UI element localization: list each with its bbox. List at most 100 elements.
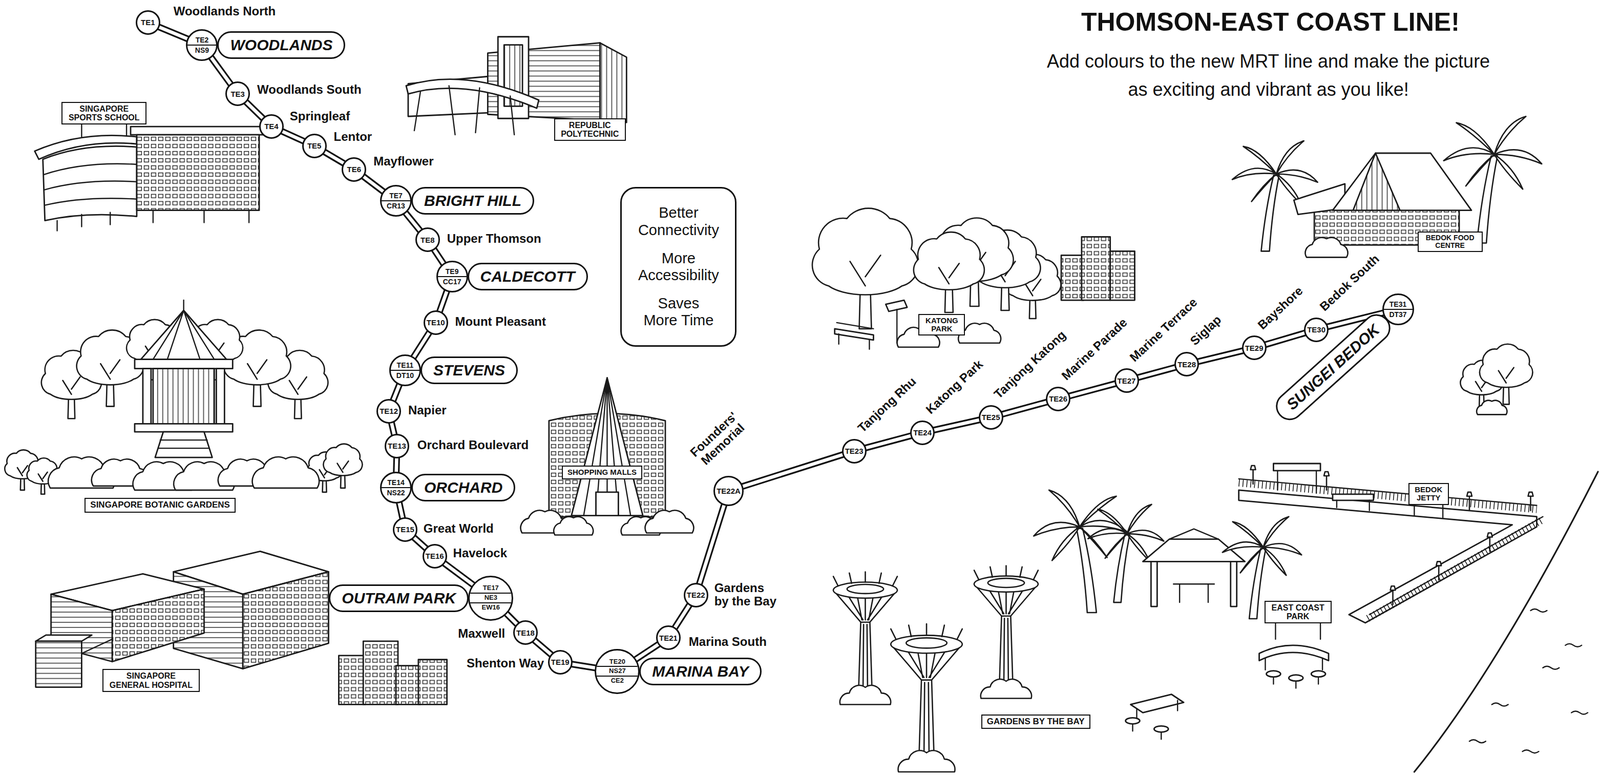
station-code: CC17 xyxy=(437,276,467,287)
station-code: DT10 xyxy=(390,369,420,381)
track-outline xyxy=(413,331,430,359)
track-inner xyxy=(391,422,395,435)
trees-illustration-part xyxy=(1476,400,1507,415)
track-segment xyxy=(363,176,385,193)
track-outline xyxy=(398,502,403,519)
track-outline xyxy=(1068,383,1116,396)
sports-school-illustration xyxy=(34,123,266,231)
track-inner xyxy=(1001,402,1048,415)
station-circle: TE26 xyxy=(1045,386,1071,412)
station-code: NS27 xyxy=(596,665,639,676)
station-name: WOODLANDS xyxy=(229,36,333,54)
subtitle: Add colours to the new MRT line and make… xyxy=(1040,47,1497,105)
station-code: DT37 xyxy=(1383,308,1413,320)
track-segment xyxy=(742,454,844,487)
station-name: BRIGHT HILL xyxy=(424,192,522,210)
station-circle: TE15 xyxy=(392,517,418,542)
jetty-illustration-part xyxy=(1466,492,1472,511)
shoreline-part xyxy=(1469,608,1588,753)
station-circle: TE28 xyxy=(1174,351,1199,377)
station-name: Shenton Way xyxy=(466,656,544,670)
station-code: NE3 xyxy=(469,592,512,603)
sign-text: GARDENS BY THE BAY xyxy=(986,717,1085,727)
station-name: Havelock xyxy=(453,546,508,560)
track-segment xyxy=(571,664,597,669)
station-name-pill: BRIGHT HILL xyxy=(411,186,535,215)
jetty-illustration-part xyxy=(1323,471,1330,491)
track-inner xyxy=(245,101,264,119)
republic-polytechnic-illustration-part xyxy=(600,43,627,123)
sign-board: KATONG PARK xyxy=(918,313,965,336)
station-circle: TE23 xyxy=(841,438,867,464)
station-code: TE3 xyxy=(226,89,249,99)
station-code: TE17 xyxy=(469,583,512,593)
station-name-pill: MARINA BAY xyxy=(639,657,762,686)
track-outline xyxy=(158,26,189,39)
track-inner xyxy=(405,212,421,231)
station-code: EW16 xyxy=(469,602,512,613)
station-name-pill: WOODLANDS xyxy=(217,31,346,59)
station-code: TE1 xyxy=(137,17,159,28)
track-segment xyxy=(245,101,264,119)
station-name: Marina South xyxy=(688,635,767,649)
katong-park-illustration-part xyxy=(836,322,874,350)
track-segment xyxy=(433,248,445,264)
track-outline xyxy=(1265,332,1306,345)
track-inner xyxy=(281,131,305,142)
track-outline xyxy=(443,562,474,585)
track-outline xyxy=(439,290,448,312)
east-coast-park-illustration-part xyxy=(1275,622,1321,640)
botanic-gardens-illustration-part xyxy=(158,439,210,449)
jetty-illustration-part xyxy=(1414,504,1443,518)
shopping-mall-illustration xyxy=(520,377,694,536)
sign-board: SINGAPORE SPORTS SCHOOL xyxy=(61,101,147,125)
station-name-pill: SUNGEI BEDOK xyxy=(1270,308,1396,427)
station-circle: TE12 xyxy=(376,398,402,424)
station-name: OUTRAM PARK xyxy=(341,589,456,607)
track-segment xyxy=(1265,332,1306,345)
track-segment xyxy=(395,457,397,474)
track-segment xyxy=(506,613,518,625)
food-centre-illustration-part xyxy=(1443,116,1542,243)
track-outline xyxy=(1137,367,1176,378)
sports-school-illustration-part xyxy=(81,123,127,137)
jetty-illustration-part xyxy=(1273,463,1321,471)
station-name: Great World xyxy=(423,521,494,536)
sports-school-illustration-part xyxy=(130,126,266,135)
station-name-pill: ORCHARD xyxy=(411,473,516,502)
station-code: TE20 xyxy=(596,657,639,667)
station-circle: TE8 xyxy=(415,227,440,252)
track-outline xyxy=(506,613,518,625)
botanic-gardens-illustration-part xyxy=(155,431,213,458)
sign-board: BEDOK JETTY xyxy=(1408,482,1449,505)
track-segment xyxy=(674,604,690,629)
track-segment xyxy=(158,26,189,39)
flats-illustration-part xyxy=(1110,250,1135,301)
track-segment xyxy=(398,502,403,519)
katong-park-illustration-part xyxy=(896,309,898,344)
station-circle: TE4 xyxy=(259,114,284,139)
jetty-illustration xyxy=(1238,463,1544,623)
jetty-illustration-part xyxy=(1390,585,1396,605)
supertrees-illustration-part xyxy=(833,571,898,705)
info-text: Better Connectivity xyxy=(635,204,722,239)
diagram-title: THOMSON-EAST COAST LINE! xyxy=(1081,7,1460,37)
station-code: TE10 xyxy=(425,317,447,328)
trees-illustration xyxy=(1460,344,1533,415)
track-segment xyxy=(1001,402,1048,415)
track-outline xyxy=(391,422,395,435)
botanic-gardens-illustration-part xyxy=(140,310,227,360)
food-centre-illustration xyxy=(1232,116,1542,258)
track-outline xyxy=(742,454,844,487)
east-coast-park-illustration-part xyxy=(1153,725,1169,732)
station-name: Maxwell xyxy=(457,626,505,641)
sign-board: BEDOK FOOD CENTRE xyxy=(1417,231,1483,252)
station-code: TE30 xyxy=(1305,324,1328,335)
station-code: TE22A xyxy=(714,486,743,496)
sign-text: SHOPPING MALLS xyxy=(567,468,637,477)
track-inner xyxy=(433,248,445,264)
sign-text: EAST COAST PARK xyxy=(1270,603,1326,622)
station-code: TE28 xyxy=(1175,359,1198,370)
botanic-gardens-illustration-part xyxy=(153,300,215,360)
